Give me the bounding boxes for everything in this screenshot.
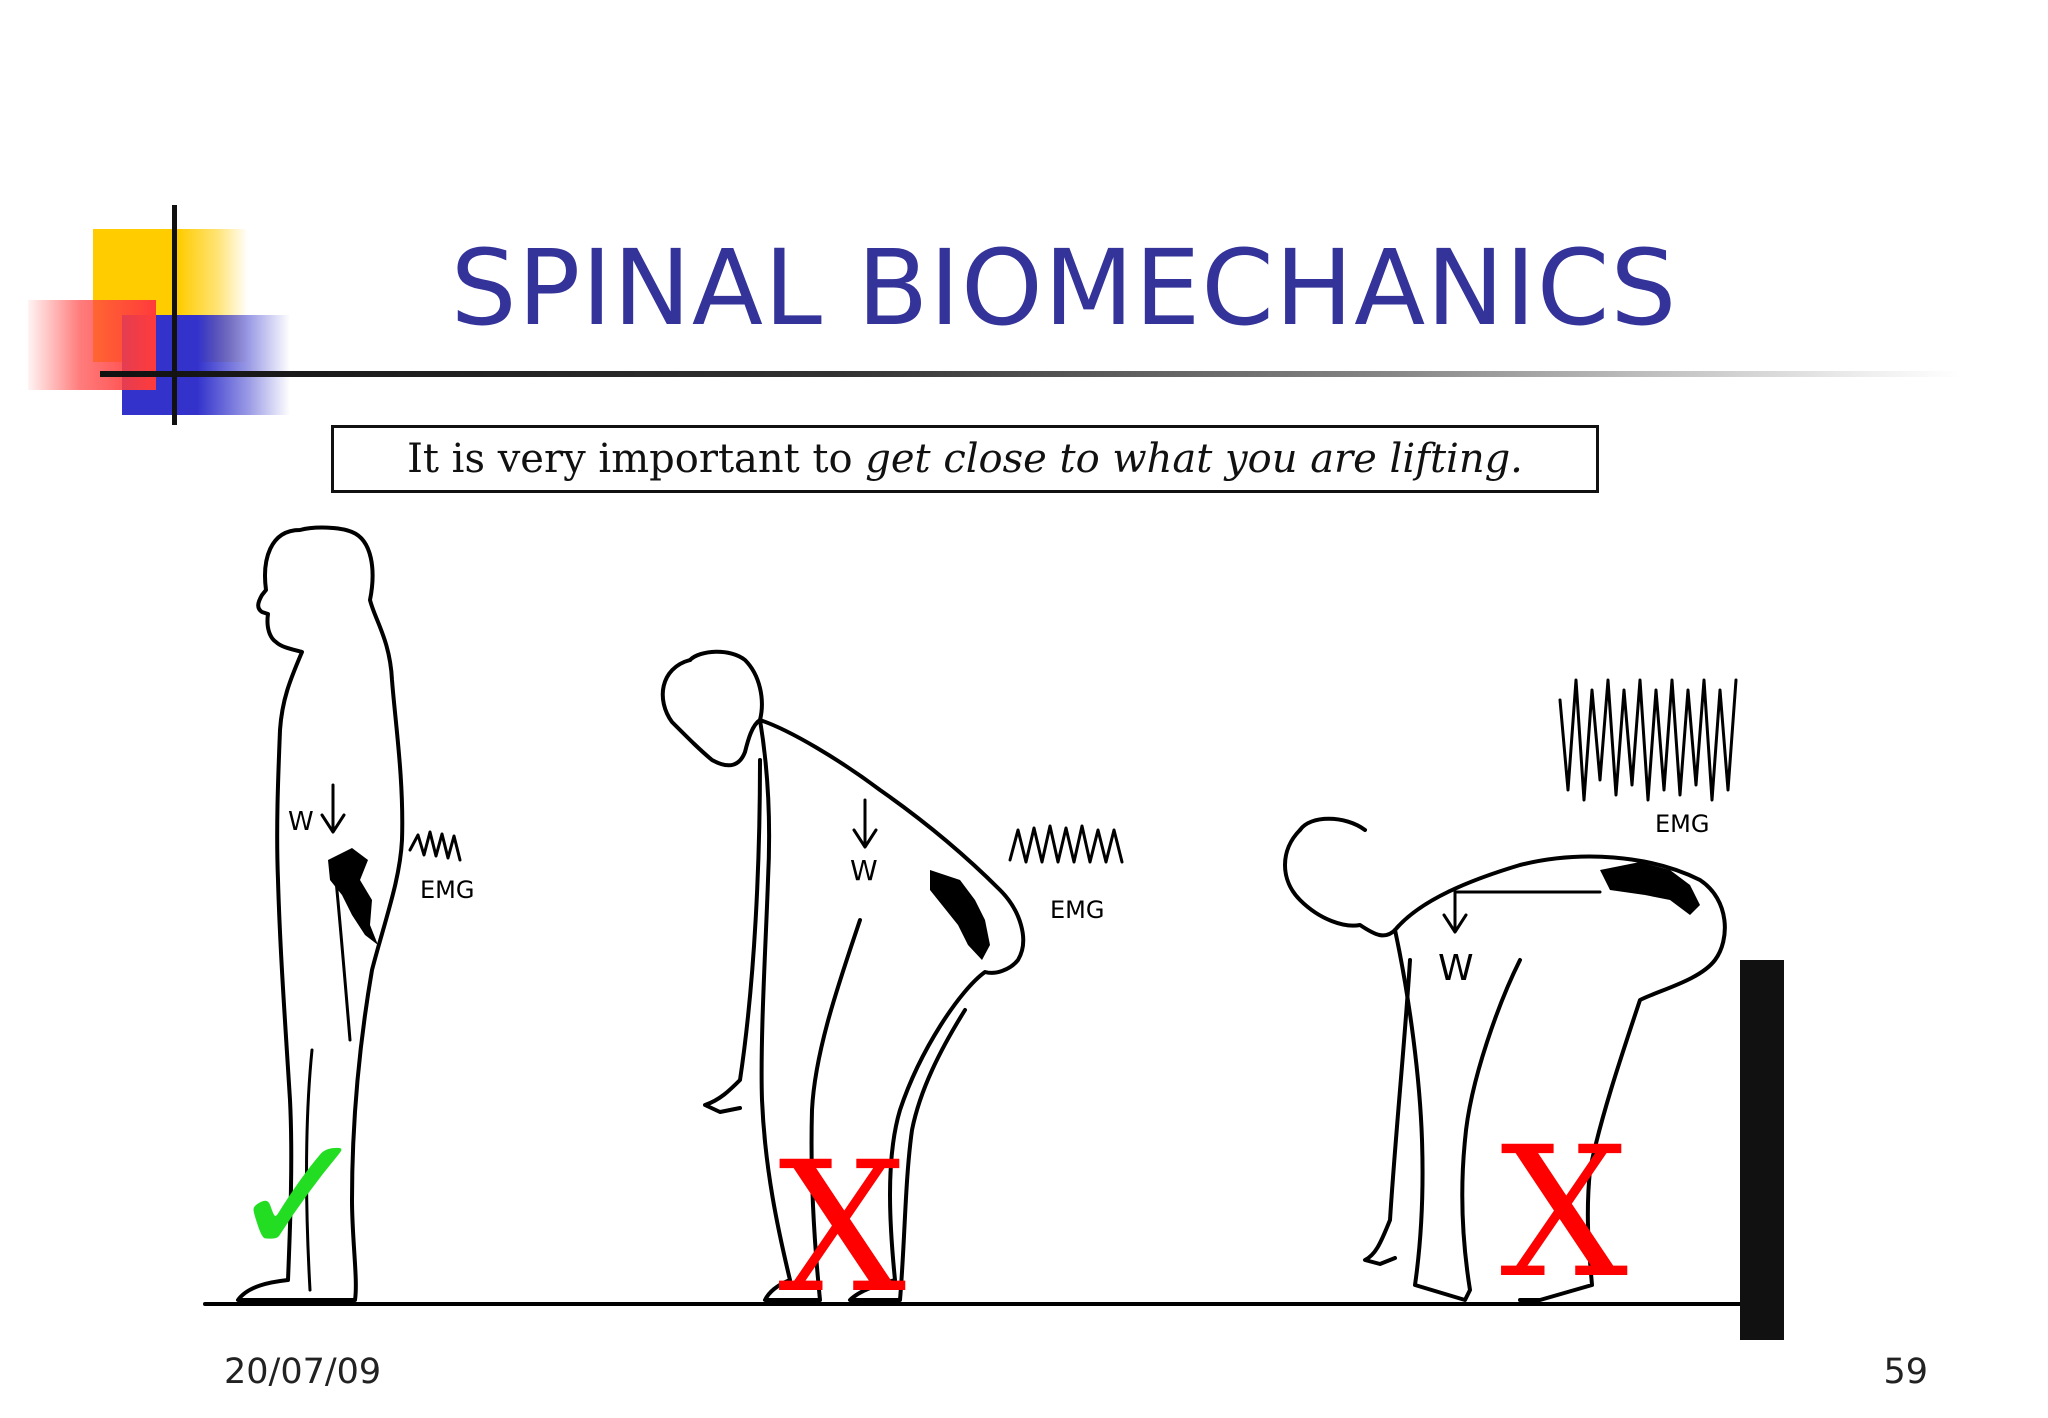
emg-label-1: EMG <box>420 876 474 904</box>
weight-label-2: W <box>850 854 878 887</box>
cross-mark-icon-1: X <box>778 1124 906 1333</box>
check-mark-icon: ✓ <box>228 1098 370 1296</box>
weight-arrow-3 <box>1442 890 1602 934</box>
spine-1 <box>328 848 378 945</box>
figure-bending <box>660 649 1026 1302</box>
emg-label-3: EMG <box>1655 810 1709 838</box>
emg-trace-2 <box>1008 824 1124 864</box>
weight-arrow-2 <box>852 798 878 849</box>
emg-label-2: EMG <box>1050 896 1104 924</box>
slide-number: 59 <box>1883 1352 1928 1392</box>
figure-stooping <box>1283 816 1727 1302</box>
slide-title: SPINAL BIOMECHANICS <box>450 227 1678 349</box>
cross-mark-icon-2: X <box>1500 1109 1628 1318</box>
spine-2 <box>930 870 990 960</box>
caption-text: It is very important to <box>407 436 866 482</box>
emg-trace-1 <box>408 830 462 862</box>
footer-date: 20/07/09 <box>224 1352 382 1392</box>
weight-label-1: W <box>288 807 314 837</box>
weight-arrow-1 <box>320 783 346 834</box>
weight-label-3: W <box>1438 948 1474 989</box>
scan-edge <box>1740 960 1784 1340</box>
emg-trace-3 <box>1558 678 1738 802</box>
figure-caption-box: It is very important to get close to wha… <box>331 425 1599 493</box>
logo-vertical-line <box>172 205 177 425</box>
title-underline <box>100 371 1960 377</box>
spine-3 <box>1600 862 1700 915</box>
caption-emphasis: get close to what you are lifting. <box>865 436 1523 482</box>
